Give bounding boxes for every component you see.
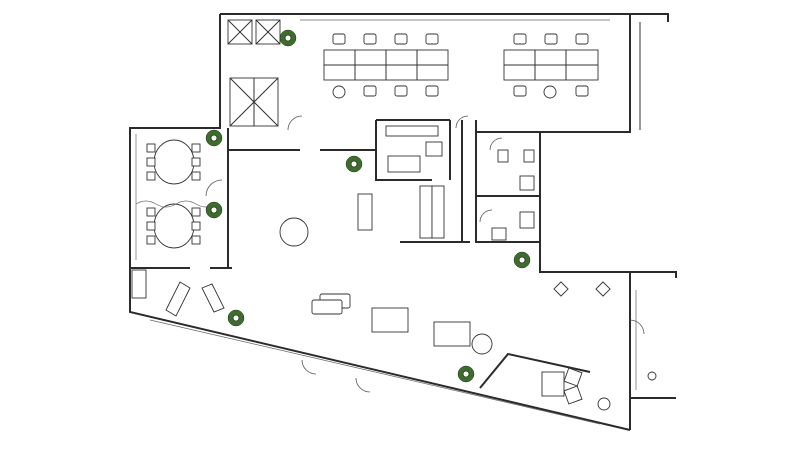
workstation-cluster-right xyxy=(503,33,599,99)
interior-walls xyxy=(130,119,591,389)
potted-plant xyxy=(205,201,223,219)
cafe-tables xyxy=(311,293,493,355)
potted-plants xyxy=(205,29,531,383)
potted-plant xyxy=(205,129,223,147)
door-swings xyxy=(287,115,645,393)
lounge-chairs xyxy=(131,269,225,317)
elevator-shafts xyxy=(227,19,281,127)
window-lines xyxy=(135,19,637,425)
potted-plant xyxy=(279,29,297,47)
potted-plant xyxy=(513,251,531,269)
round-table-center xyxy=(279,217,309,247)
potted-plant xyxy=(345,155,363,173)
workstation-cluster-left xyxy=(323,33,449,99)
outer-walls xyxy=(129,13,677,431)
restrooms xyxy=(479,137,535,241)
kitchenette xyxy=(357,125,445,239)
meeting-room-lower xyxy=(135,200,217,249)
meeting-room-upper xyxy=(146,139,223,197)
potted-plant xyxy=(457,365,475,383)
reception-area xyxy=(541,281,657,411)
potted-plant xyxy=(227,309,245,327)
